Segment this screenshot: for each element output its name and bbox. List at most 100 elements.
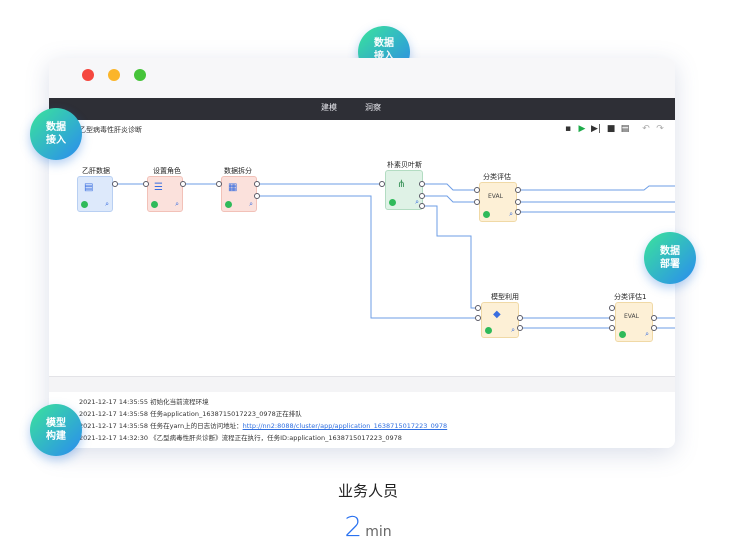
search-icon[interactable]: ⌕: [509, 210, 513, 218]
app-window: 建模 洞察 乙型病毒性肝炎诊断 ▪ ▶ ▶| ■ ▤ ↶ ↷: [49, 58, 675, 448]
undo-icon[interactable]: ↶: [642, 124, 650, 134]
yarn-log-link[interactable]: http://nn2:8088/cluster/app/application_…: [242, 422, 448, 430]
search-icon[interactable]: ⌕: [415, 198, 419, 206]
menu-bar: 建模 洞察: [49, 98, 675, 120]
log-panel-header[interactable]: [49, 376, 675, 393]
maximize-window-button[interactable]: [134, 69, 146, 81]
input-port[interactable]: [475, 305, 481, 311]
duration-unit: min: [365, 524, 392, 540]
badge-line-1: 数据: [374, 38, 394, 49]
search-icon[interactable]: ⌕: [511, 326, 515, 334]
output-port[interactable]: [254, 181, 260, 187]
stop-icon[interactable]: ■: [606, 124, 616, 134]
badge-line-1: 数据: [660, 246, 680, 257]
output-port[interactable]: [419, 193, 425, 199]
node-label-class-eval: 分类评估: [483, 173, 511, 181]
output-port[interactable]: [515, 187, 521, 193]
badge-line-2: 接入: [374, 51, 394, 62]
edge-eval-out-1: [521, 185, 675, 191]
redo-icon[interactable]: ↷: [656, 124, 664, 134]
edge-bayes-to-eval: [425, 183, 474, 191]
output-port[interactable]: [651, 315, 657, 321]
node-label-data-split: 数据拆分: [224, 167, 252, 175]
node-naive-bayes[interactable]: ⋔ ⌕: [385, 170, 423, 210]
model-apply-icon: ◆: [493, 309, 501, 320]
status-ok-icon: [151, 201, 158, 208]
badge-model-build: 模型 构建: [30, 404, 82, 456]
step-run-icon[interactable]: ▶|: [591, 124, 601, 134]
node-model-apply[interactable]: ◆ ⌕: [481, 302, 519, 338]
window-titlebar: [49, 58, 675, 99]
input-port[interactable]: [474, 199, 480, 205]
menu-insight[interactable]: 洞察: [365, 103, 381, 112]
output-port[interactable]: [180, 181, 186, 187]
input-port[interactable]: [474, 187, 480, 193]
export-icon[interactable]: ▤: [620, 124, 630, 134]
output-port[interactable]: [515, 209, 521, 215]
input-port[interactable]: [609, 315, 615, 321]
eval-icon: EVAL: [624, 313, 639, 320]
node-label-naive-bayes: 朴素贝叶斯: [387, 161, 422, 169]
input-port[interactable]: [216, 181, 222, 187]
role-caption: 业务人员: [337, 482, 398, 500]
toolbar: 乙型病毒性肝炎诊断 ▪ ▶ ▶| ■ ▤ ↶ ↷: [49, 120, 675, 141]
node-set-role[interactable]: ☰ ⌕: [147, 176, 183, 212]
close-window-button[interactable]: [82, 69, 94, 81]
status-ok-icon: [225, 201, 232, 208]
node-class-eval-1[interactable]: EVAL ⌕: [615, 302, 653, 342]
badge-data-deploy: 数据 部署: [644, 232, 696, 284]
status-ok-icon: [485, 327, 492, 334]
edge-bayes-to-apply: [425, 205, 475, 309]
split-icon: ▦: [228, 182, 238, 193]
badge-line-2: 构建: [46, 431, 66, 442]
node-label-set-role: 设置角色: [153, 167, 181, 175]
badge-line-2: 接入: [46, 135, 66, 146]
output-port[interactable]: [651, 325, 657, 331]
project-title: 乙型病毒性肝炎诊断: [79, 126, 142, 134]
save-icon[interactable]: ▪: [564, 124, 572, 134]
status-ok-icon: [619, 331, 626, 338]
output-port[interactable]: [517, 315, 523, 321]
badge-line-1: 数据: [46, 122, 66, 133]
input-port[interactable]: [475, 315, 481, 321]
input-port[interactable]: [143, 181, 149, 187]
output-port[interactable]: [419, 203, 425, 209]
minimize-window-button[interactable]: [108, 69, 120, 81]
input-port[interactable]: [379, 181, 385, 187]
duration-value: 2: [344, 510, 363, 543]
node-class-eval[interactable]: EVAL ⌕: [479, 182, 517, 222]
edge-split-to-apply: [260, 195, 475, 319]
log-panel: 2021-12-17 14:35:55 初始化当前流程环境 2021-12-17…: [49, 392, 675, 448]
log-row: 2021-12-17 14:35:58 任务application_163871…: [79, 410, 302, 418]
run-icon[interactable]: ▶: [578, 124, 586, 134]
eval-icon: EVAL: [488, 193, 503, 200]
node-label-class-eval-1: 分类评估1: [614, 293, 647, 301]
log-text: 2021-12-17 14:35:58 任务在yarn上的日志访问地址：: [79, 422, 243, 430]
table-icon: ▤: [84, 182, 94, 193]
log-row: 2021-12-17 14:32:30 《乙型病毒性肝炎诊断》流程正在执行，任务…: [79, 434, 402, 442]
connection-lines: [118, 183, 675, 329]
search-icon[interactable]: ⌕: [645, 330, 649, 338]
workflow-canvas[interactable]: 乙肝数据 ▤ ⌕ 设置角色 ☰ ⌕ 数据拆分 ▦ ⌕ 朴素贝叶斯 ⋔: [49, 140, 675, 376]
search-icon[interactable]: ⌕: [175, 200, 179, 208]
input-port[interactable]: [609, 305, 615, 311]
edge-bayes-to-eval-2: [425, 195, 474, 203]
input-port[interactable]: [609, 325, 615, 331]
output-port[interactable]: [515, 199, 521, 205]
output-port[interactable]: [419, 181, 425, 187]
role-icon: ☰: [154, 182, 163, 193]
search-icon[interactable]: ⌕: [105, 200, 109, 208]
output-port[interactable]: [254, 193, 260, 199]
status-ok-icon: [483, 211, 490, 218]
status-ok-icon: [81, 201, 88, 208]
node-hep-data[interactable]: ▤ ⌕: [77, 176, 113, 212]
status-ok-icon: [389, 199, 396, 206]
menu-modeling[interactable]: 建模: [321, 103, 337, 112]
output-port[interactable]: [112, 181, 118, 187]
search-icon[interactable]: ⌕: [249, 200, 253, 208]
node-data-split[interactable]: ▦ ⌕: [221, 176, 257, 212]
badge-data-access: 数据 接入: [30, 108, 82, 160]
log-row: 2021-12-17 14:35:55 初始化当前流程环境: [79, 398, 209, 406]
output-port[interactable]: [517, 325, 523, 331]
